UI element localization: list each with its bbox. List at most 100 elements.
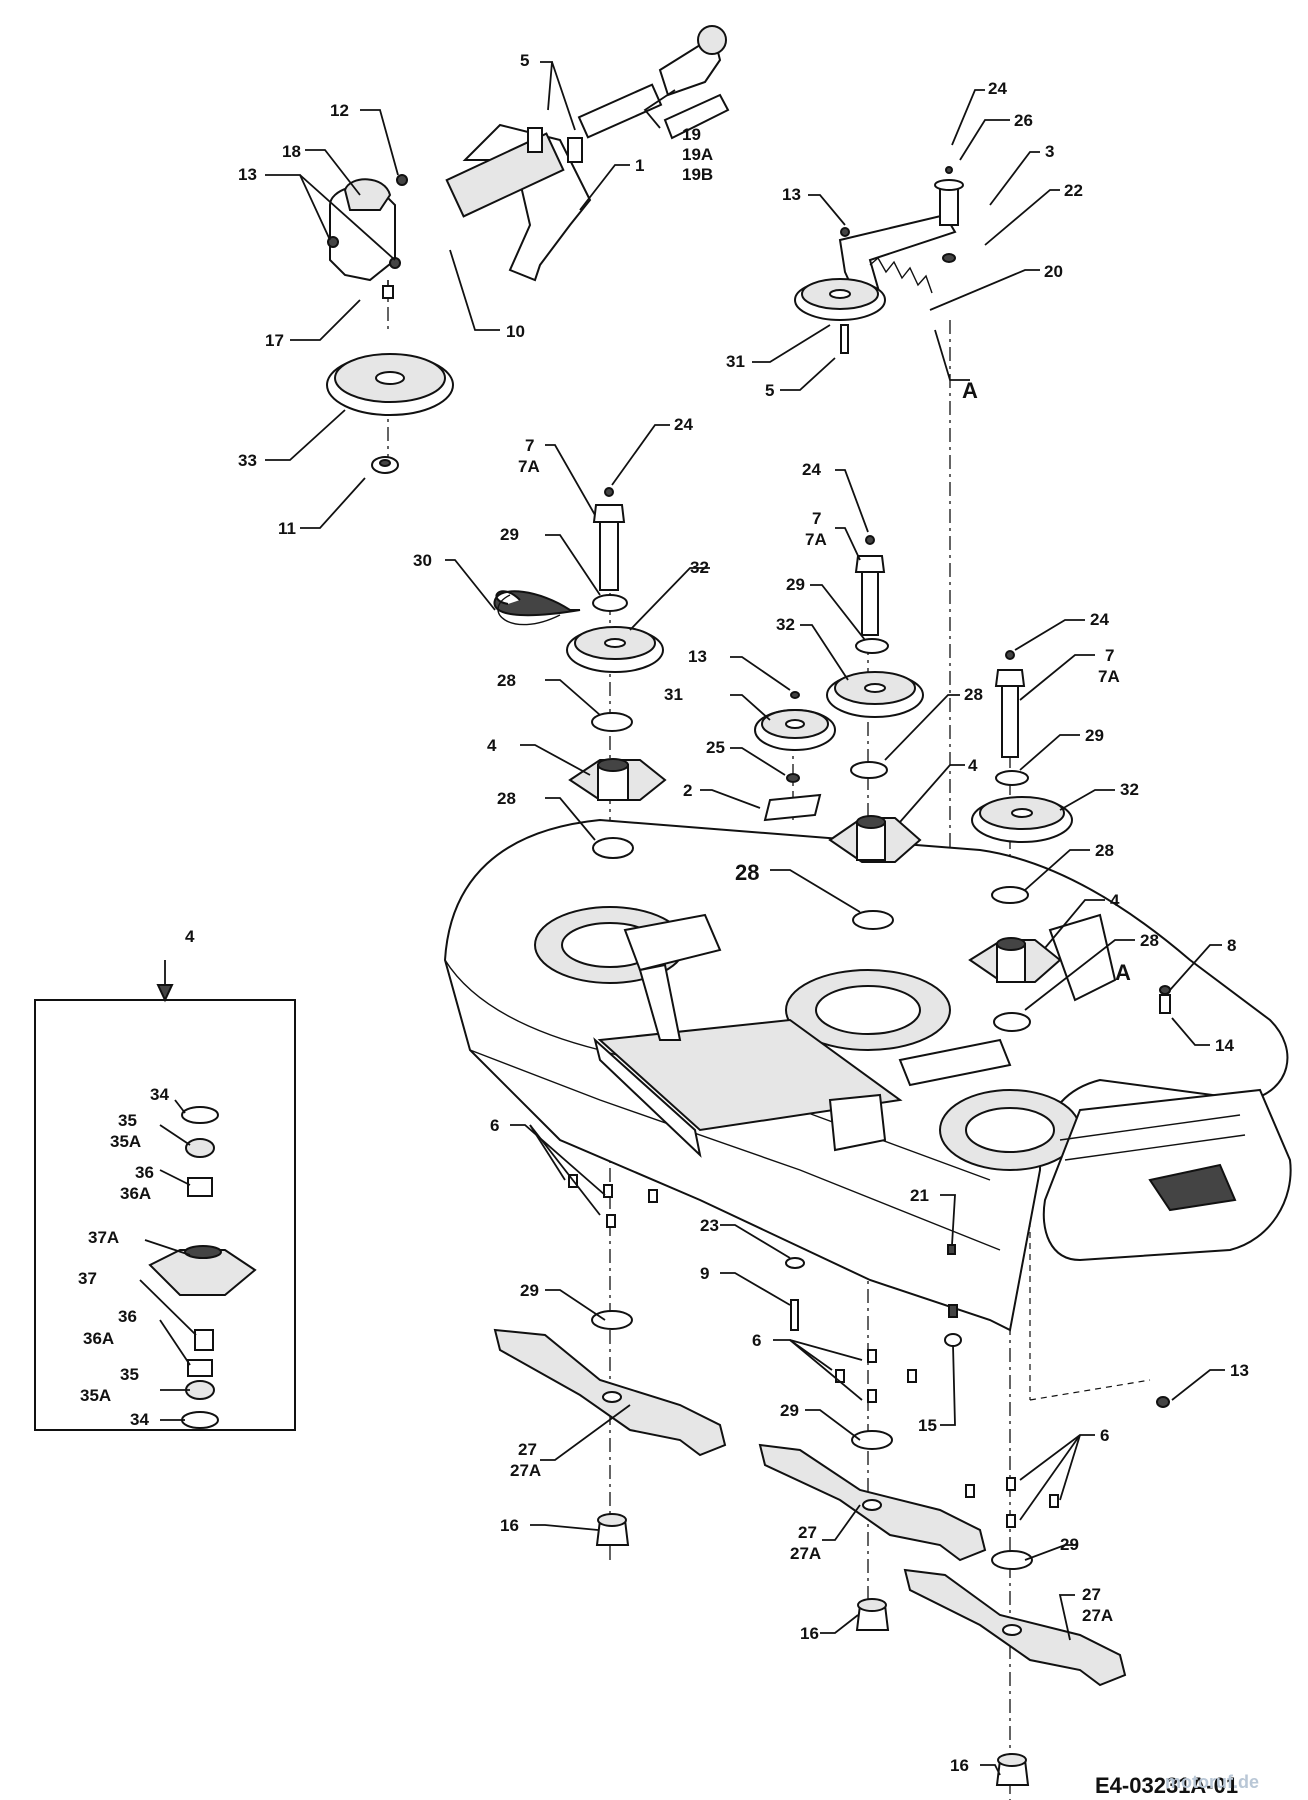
- callout-13d: 13: [1230, 1361, 1249, 1380]
- callout-20: 20: [1044, 262, 1063, 281]
- callout-36b: 36: [118, 1307, 137, 1326]
- callout-13b: 13: [782, 185, 801, 204]
- callout-28d: 28: [735, 860, 759, 885]
- callout-16a: 16: [500, 1516, 519, 1535]
- callout-27c: 27: [1082, 1585, 1101, 1604]
- callout-4-inset: 4: [185, 927, 195, 946]
- callout-37: 37: [78, 1269, 97, 1288]
- callout-19a: 19A: [682, 145, 713, 164]
- callout-32b: 32: [776, 615, 795, 634]
- callout-27a-alt: 27A: [510, 1461, 541, 1480]
- callout-21: 21: [910, 1186, 929, 1205]
- callout-29a: 29: [500, 525, 519, 544]
- reference-a-top: A: [962, 378, 978, 403]
- callout-7b-alt: 7A: [805, 530, 827, 549]
- callout-13c: 13: [688, 647, 707, 666]
- reference-a-side: A: [1115, 960, 1131, 985]
- gearbox-drive-assembly: [327, 25, 730, 299]
- callout-29b: 29: [786, 575, 805, 594]
- blade-center: [758, 1430, 987, 1631]
- callout-14: 14: [1215, 1036, 1234, 1055]
- callout-18: 18: [282, 142, 301, 161]
- callout-35a-alt: 35A: [110, 1132, 141, 1151]
- callout-16c: 16: [950, 1756, 969, 1775]
- callout-4a: 4: [487, 736, 497, 755]
- flange-nut: [371, 456, 399, 474]
- idler-arm-assembly: [794, 166, 964, 354]
- callout-22: 22: [1064, 181, 1083, 200]
- callout-26: 26: [1014, 111, 1033, 130]
- callout-33: 33: [238, 451, 257, 470]
- callout-29c: 29: [1085, 726, 1104, 745]
- callout-5b: 5: [765, 381, 774, 400]
- callout-28b: 28: [497, 789, 516, 808]
- callout-17: 17: [265, 331, 284, 350]
- callout-labels: 5 12 18 13 1 19 19A 19B 17 10 33 11 24 2…: [78, 51, 1259, 1798]
- callout-30: 30: [413, 551, 432, 570]
- callout-6c: 6: [1100, 1426, 1109, 1445]
- callout-36a: 36: [135, 1163, 154, 1182]
- left-spindle-stack: [566, 487, 667, 859]
- callout-29d: 29: [520, 1281, 539, 1300]
- blade-right: [903, 1550, 1127, 1786]
- callout-13a: 13: [238, 165, 257, 184]
- callout-35a: 35: [118, 1111, 137, 1130]
- callout-28f: 28: [1140, 931, 1159, 950]
- callout-23: 23: [700, 1216, 719, 1235]
- callout-7b: 7: [812, 509, 821, 528]
- callout-10: 10: [506, 322, 525, 341]
- callout-7a: 7: [525, 436, 534, 455]
- callout-36b-alt: 36A: [83, 1329, 114, 1348]
- callout-28c: 28: [964, 685, 983, 704]
- callout-7a-alt: 7A: [518, 457, 540, 476]
- watermark: motoruf.de: [1165, 1772, 1259, 1792]
- callout-27b-alt: 27A: [790, 1544, 821, 1563]
- drive-belt: [493, 590, 581, 617]
- callout-28e: 28: [1095, 841, 1114, 860]
- callout-5a: 5: [520, 51, 529, 70]
- callout-7c: 7: [1105, 646, 1114, 665]
- callout-27b: 27: [798, 1523, 817, 1542]
- drawing-code: E4-03231A-01: [1095, 1773, 1238, 1798]
- washer-23: [785, 1257, 805, 1331]
- mower-deck-housing: [443, 818, 1292, 1332]
- callout-4c: 4: [1110, 891, 1120, 910]
- callout-11: 11: [278, 519, 296, 538]
- callout-4b: 4: [968, 756, 978, 775]
- callout-25: 25: [706, 738, 725, 757]
- callout-35b-alt: 35A: [80, 1386, 111, 1405]
- callout-37a-alt: 37A: [88, 1228, 119, 1247]
- callout-16b: 16: [800, 1624, 819, 1643]
- callout-27c-alt: 27A: [1082, 1606, 1113, 1625]
- gearbox-pulley: [326, 353, 454, 416]
- callout-29e: 29: [780, 1401, 799, 1420]
- callout-24c: 24: [802, 460, 821, 479]
- callout-6b: 6: [752, 1331, 761, 1350]
- callout-19: 19: [682, 125, 701, 144]
- callout-28a: 28: [497, 671, 516, 690]
- callout-15: 15: [918, 1416, 937, 1435]
- callout-1: 1: [635, 156, 644, 175]
- callout-3: 3: [1045, 142, 1054, 161]
- callout-leaders: [139, 61, 1225, 1776]
- callout-27a: 27: [518, 1440, 537, 1459]
- callout-24a: 24: [988, 79, 1007, 98]
- callout-24d: 24: [1090, 610, 1109, 629]
- callout-12: 12: [330, 101, 349, 120]
- callout-34b: 34: [130, 1410, 149, 1429]
- idler-pulley-center: [754, 691, 836, 822]
- callout-34a: 34: [150, 1085, 169, 1104]
- callout-8: 8: [1227, 936, 1236, 955]
- callout-32a: 32: [690, 558, 709, 577]
- callout-9: 9: [700, 1264, 709, 1283]
- center-spindle-stack: [826, 535, 924, 930]
- callout-2: 2: [683, 781, 692, 800]
- callout-7c-alt: 7A: [1098, 667, 1120, 686]
- callout-31b: 31: [664, 685, 683, 704]
- bolt-and-nut-a: [1159, 985, 1171, 1014]
- callout-31a: 31: [726, 352, 745, 371]
- right-spindle-stack: [968, 650, 1073, 1032]
- callout-36a-alt: 36A: [120, 1184, 151, 1203]
- callout-29f: 29: [1060, 1535, 1079, 1554]
